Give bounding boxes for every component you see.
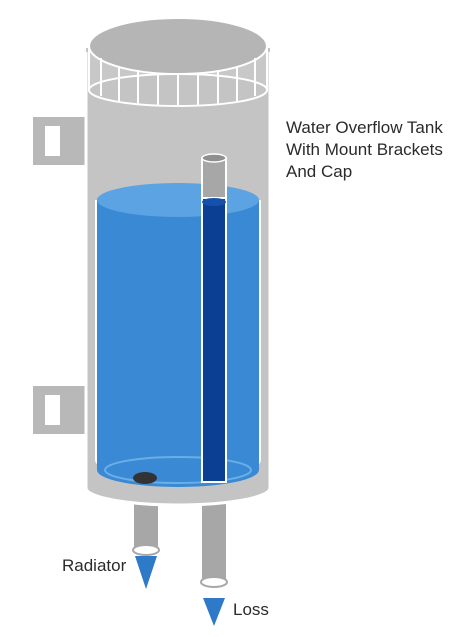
loss-arrow (203, 598, 225, 626)
caption-line-2: With Mount Brackets (286, 140, 443, 159)
upper-mount-bracket (31, 115, 93, 167)
radiator-arrow (135, 556, 157, 589)
water-volume (97, 183, 259, 487)
tank-cap (88, 17, 268, 107)
lower-mount-bracket (31, 384, 93, 436)
overflow-tube (201, 153, 227, 483)
radiator-label: Radiator (62, 556, 127, 575)
caption-line-1: Water Overflow Tank (286, 118, 443, 137)
loss-label: Loss (233, 600, 269, 619)
drain-hole (133, 472, 157, 484)
caption-line-3: And Cap (286, 162, 353, 181)
diagram-caption: Water Overflow Tank With Mount Brackets … (286, 117, 466, 183)
